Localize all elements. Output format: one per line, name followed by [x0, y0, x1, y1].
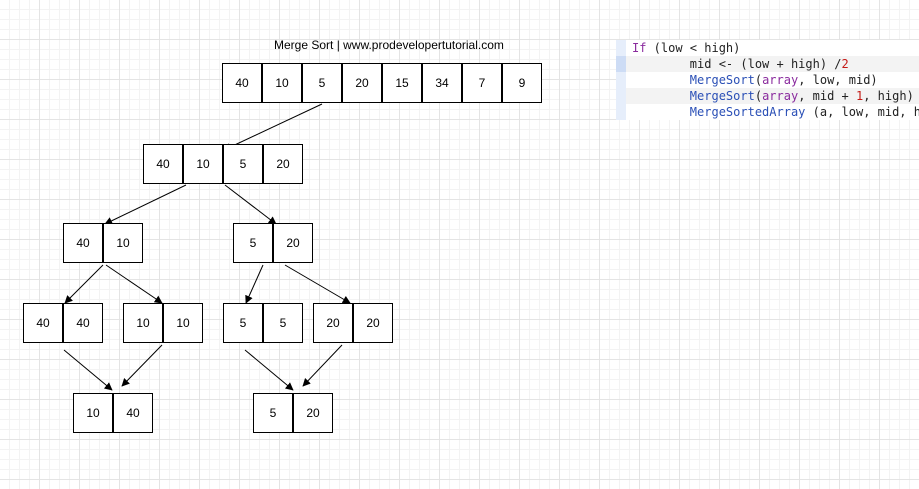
- code-line: mid <- (low + high) /2: [616, 56, 919, 72]
- arrow-la-to-ma: [63, 349, 113, 391]
- array-cell: 20: [293, 393, 333, 433]
- code-token: [632, 105, 690, 119]
- code-token: (a, low, mid, high): [812, 105, 919, 119]
- code-token: [632, 89, 690, 103]
- pseudocode-block: If (low < high) mid <- (low + high) /2 M…: [616, 40, 919, 120]
- array-cell: 40: [143, 144, 183, 184]
- code-token: MergeSort: [689, 89, 755, 103]
- code-token: array: [762, 73, 799, 87]
- arrow-qa-to-lb: [105, 264, 163, 304]
- array-cell: 7: [462, 63, 502, 103]
- array-cell: 20: [263, 144, 303, 184]
- diagram-title: Merge Sort | www.prodevelopertutorial.co…: [274, 38, 504, 52]
- line-gutter: [616, 104, 626, 120]
- code-token: , mid +: [798, 89, 856, 103]
- code-token: [632, 73, 690, 87]
- code-token: (low < high): [646, 41, 741, 55]
- line-gutter: [616, 56, 626, 72]
- code-token: If: [632, 41, 647, 55]
- code-token: , high): [863, 89, 914, 103]
- array-cell: 5: [253, 393, 293, 433]
- code-token: (: [754, 89, 763, 103]
- arrow-qa-to-la: [64, 264, 104, 304]
- code-token: 1: [855, 89, 864, 103]
- code-line: MergeSortedArray (a, low, mid, high): [616, 104, 919, 120]
- array-cell: 5: [223, 144, 263, 184]
- array-cell: 40: [222, 63, 262, 103]
- array-cell: 5: [302, 63, 342, 103]
- line-gutter: [616, 88, 626, 104]
- array-cell: 9: [502, 63, 542, 103]
- arrow-root-to-left: [223, 103, 323, 151]
- line-gutter: [616, 40, 626, 56]
- arrow-qb-to-ld: [284, 264, 351, 304]
- code-token: , low, mid): [798, 73, 878, 87]
- array-cell: 5: [233, 223, 273, 263]
- arrow-left-to-qa: [104, 184, 187, 225]
- array-cell: 34: [422, 63, 462, 103]
- code-token: (: [754, 73, 763, 87]
- code-token: mid <- (low + high) /: [632, 57, 842, 71]
- array-cell: 5: [223, 303, 263, 343]
- array-cell: 20: [273, 223, 313, 263]
- code-line: MergeSort(array, low, mid): [616, 72, 919, 88]
- array-cell: 40: [23, 303, 63, 343]
- code-line: MergeSort(array, mid + 1, high): [616, 88, 919, 104]
- array-cell: 5: [263, 303, 303, 343]
- array-cell: 10: [123, 303, 163, 343]
- array-cell: 10: [103, 223, 143, 263]
- array-cell: 20: [313, 303, 353, 343]
- array-cell: 40: [113, 393, 153, 433]
- array-cell: 20: [353, 303, 393, 343]
- arrow-qb-to-lc: [245, 264, 264, 304]
- arrow-ld-to-mb: [302, 344, 343, 387]
- array-cell: 10: [262, 63, 302, 103]
- line-gutter: [616, 72, 626, 88]
- code-token: MergeSort: [689, 73, 755, 87]
- arrow-left-to-qb: [224, 184, 277, 225]
- array-cell: 10: [73, 393, 113, 433]
- code-token: 2: [841, 57, 849, 71]
- array-cell: 10: [163, 303, 203, 343]
- array-cell: 40: [63, 223, 103, 263]
- arrow-lb-to-ma: [121, 344, 163, 387]
- arrow-lc-to-mb: [244, 349, 294, 391]
- array-cell: 20: [342, 63, 382, 103]
- code-token: array: [762, 89, 799, 103]
- array-cell: 10: [183, 144, 223, 184]
- array-cell: 15: [382, 63, 422, 103]
- code-line: If (low < high): [616, 40, 919, 56]
- array-cell: 40: [63, 303, 103, 343]
- code-token: MergeSortedArray: [689, 105, 806, 119]
